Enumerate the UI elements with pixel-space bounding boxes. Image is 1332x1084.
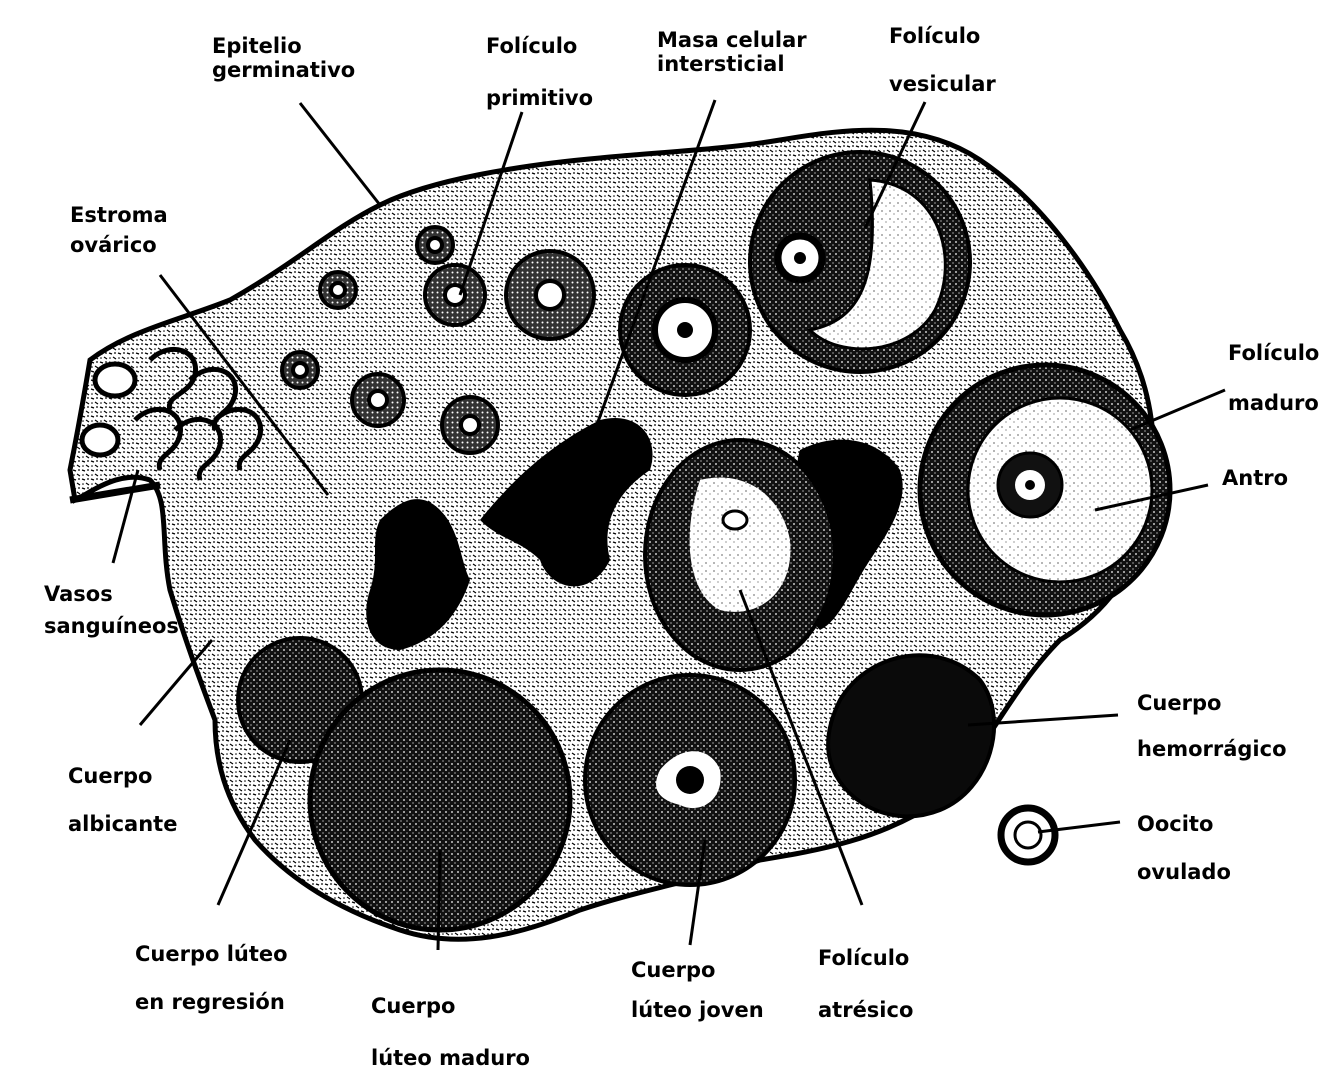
label-antro: Antro [1222,466,1288,490]
ovary-illustration [0,0,1332,1055]
